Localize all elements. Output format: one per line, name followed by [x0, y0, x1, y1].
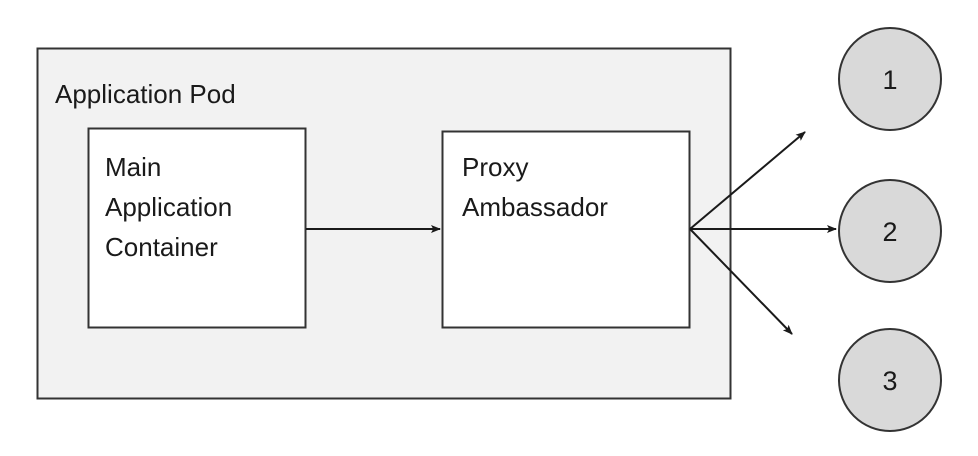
endpoint-1-circle [838, 27, 942, 131]
proxy-ambassador-box [441, 130, 691, 329]
main-application-container-line-3: Container [105, 232, 218, 262]
proxy-ambassador-line-2: Ambassador [462, 192, 608, 222]
connector-proxy-to-endpoint-3 [689, 228, 793, 335]
endpoint-1-label: 1 [882, 65, 897, 95]
proxy-ambassador-line-1: Proxy [462, 152, 528, 182]
endpoint-3-circle [838, 328, 942, 432]
endpoint-2-circle [838, 179, 942, 283]
main-application-container-box [87, 127, 307, 329]
main-application-container-line-1: Main [105, 152, 161, 182]
endpoint-2-label: 2 [882, 217, 897, 247]
connector-proxy-to-endpoint-1 [689, 131, 806, 230]
main-application-container-line-2: Application [105, 192, 232, 222]
endpoint-3-label: 3 [882, 366, 897, 396]
application-pod-title: Application Pod [55, 79, 236, 109]
